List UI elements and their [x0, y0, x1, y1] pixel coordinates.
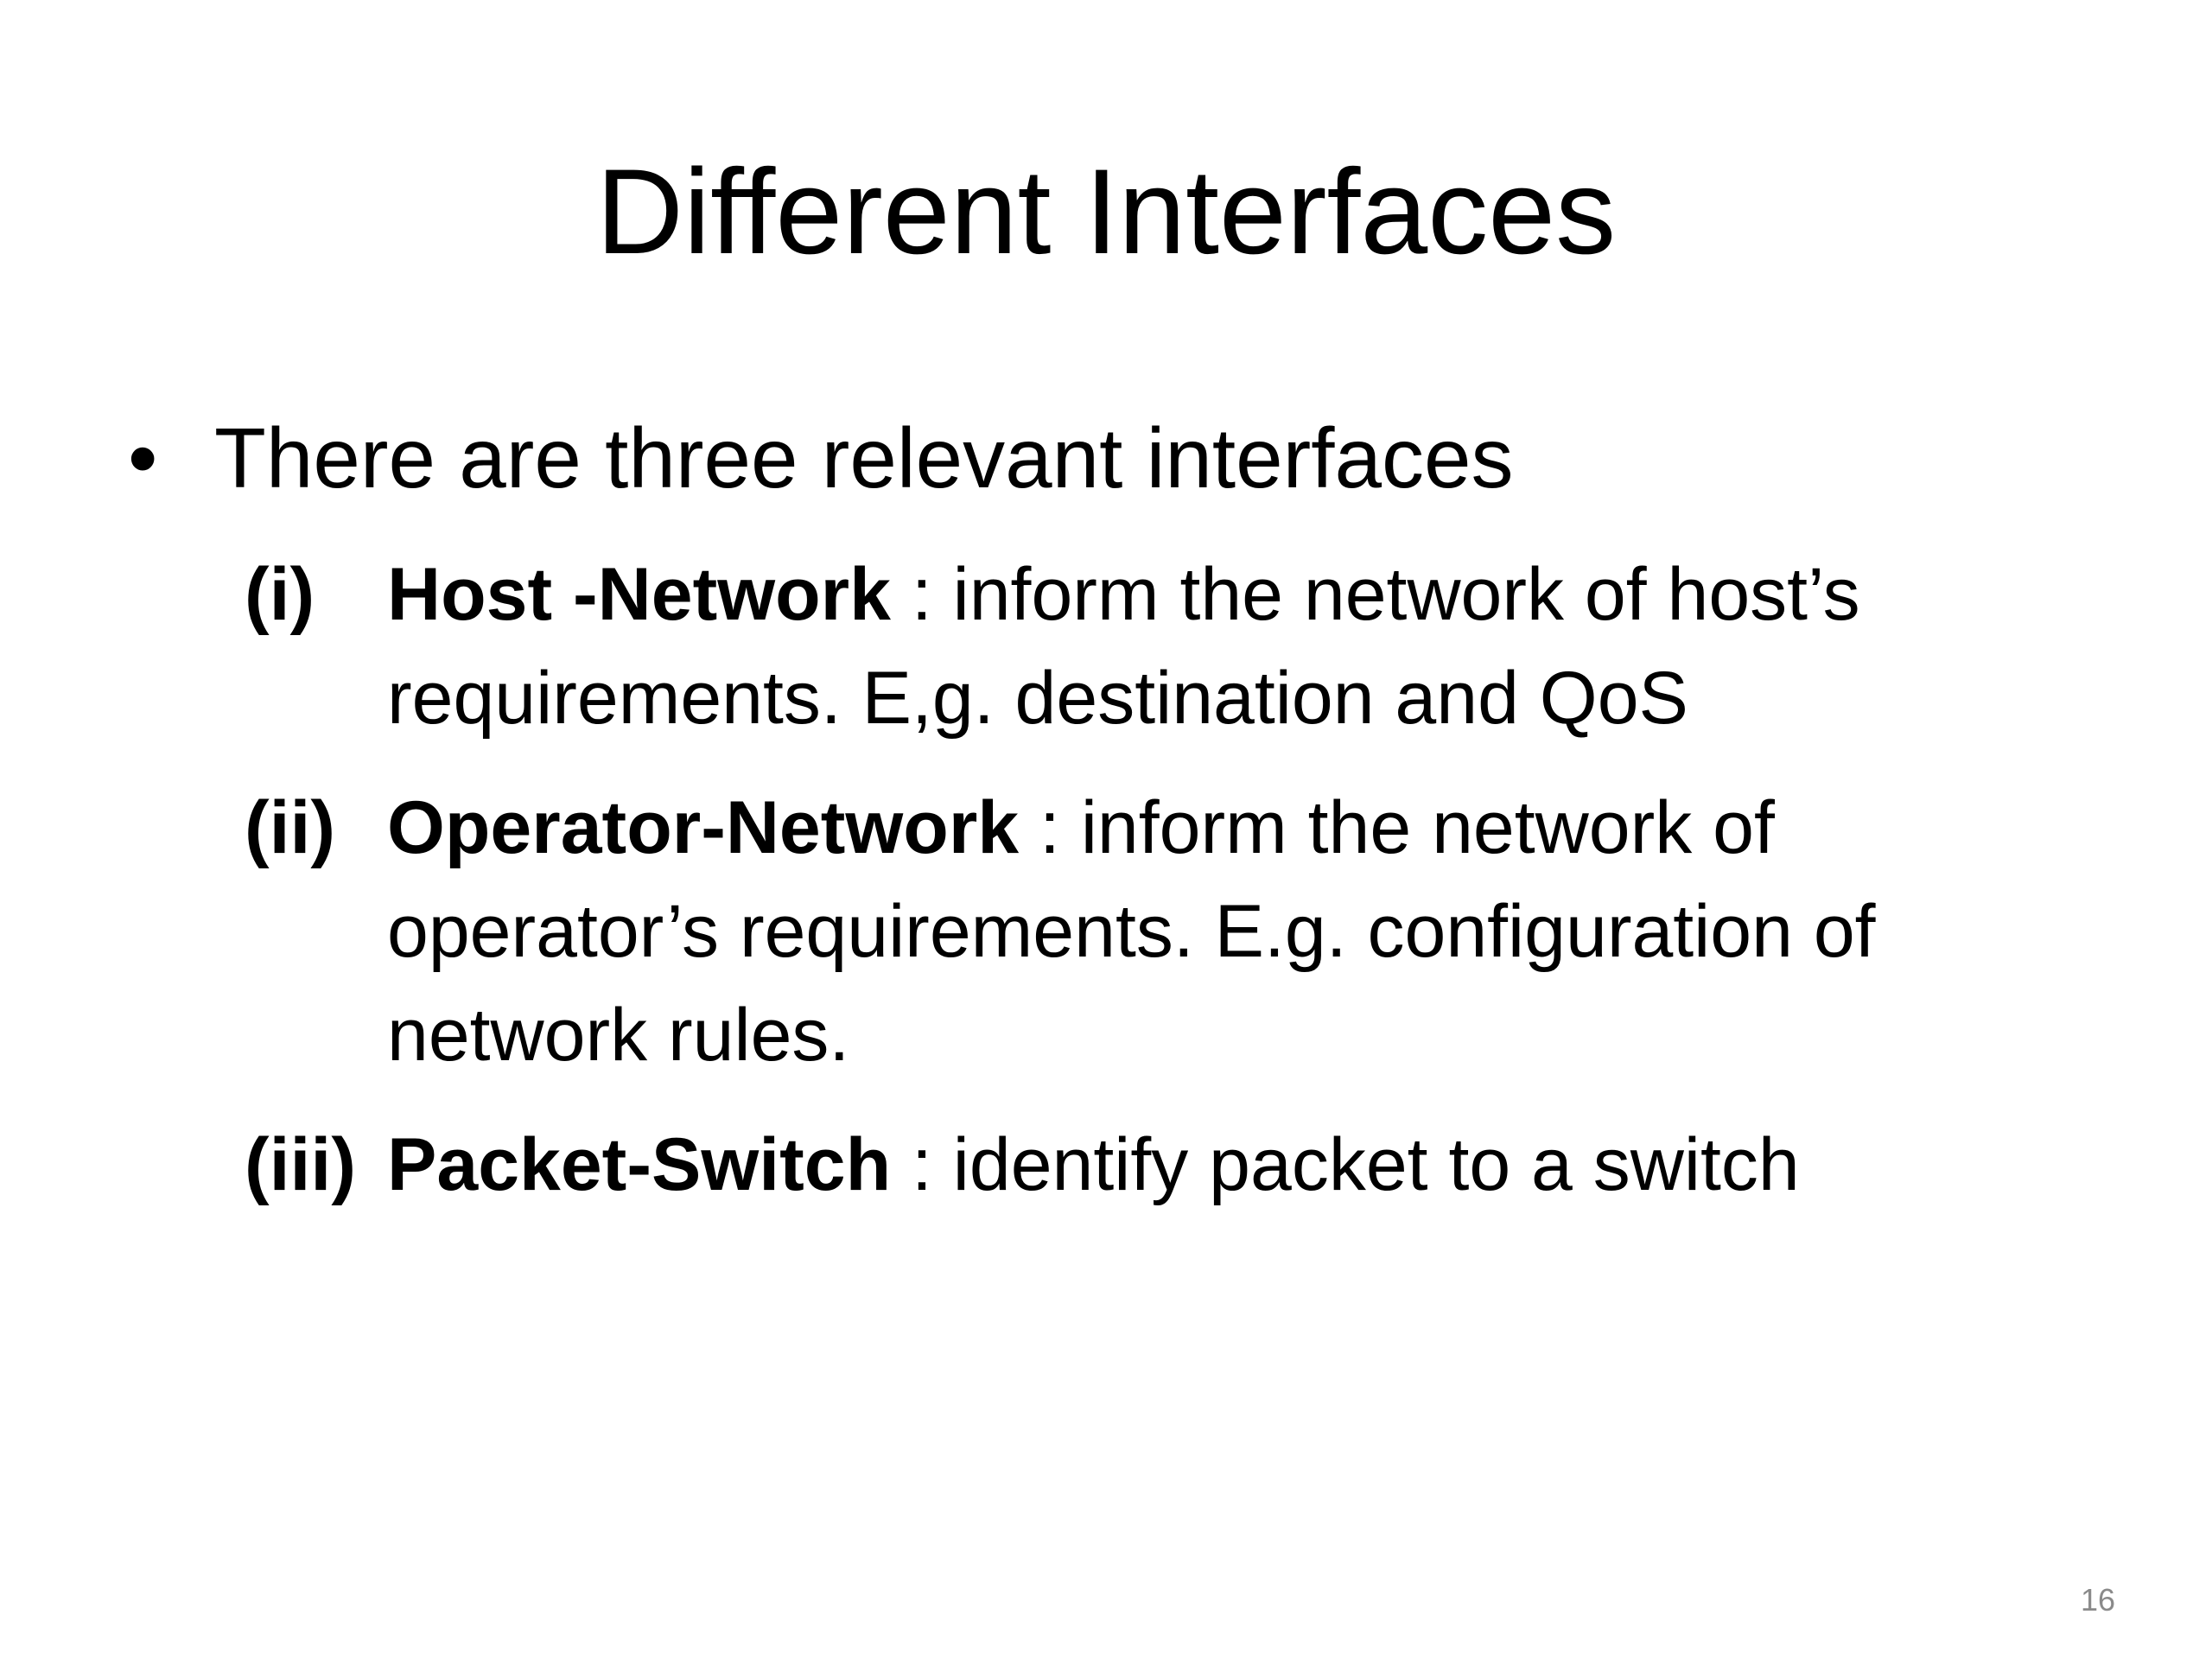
list-item-marker: (ii) [245, 786, 336, 869]
page-number: 16 [2080, 1582, 2115, 1618]
slide-title: Different Interfaces [595, 143, 1617, 279]
list-item-marker: (i) [245, 553, 315, 636]
list-item-term: Host -Network [387, 553, 891, 636]
list-item-text: : identify packet to a switch [891, 1123, 1800, 1206]
bullet-dot-icon: • [128, 410, 158, 505]
list-item-term: Packet-Switch [387, 1123, 892, 1206]
list-item-text: : inform the network of host’s requireme… [387, 553, 1860, 740]
list-item-body: Operator-Network : inform the network of… [387, 776, 2102, 1087]
main-bullet-text: There are three relevant interfaces [214, 410, 1514, 505]
list-item: (ii) Operator-Network : inform the netwo… [245, 776, 2102, 1087]
list-item-text: : inform the network of operator’s requi… [387, 786, 1876, 1077]
list-item-term: Operator-Network [387, 786, 1020, 869]
list-item: (i) Host -Network : inform the network o… [245, 543, 2102, 750]
main-bullet: • There are three relevant interfaces [128, 406, 2115, 510]
list-item: (iii) Packet-Switch : identify packet to… [245, 1113, 2102, 1217]
list-item-body: Packet-Switch : identify packet to a swi… [387, 1113, 2102, 1217]
interface-list: (i) Host -Network : inform the network o… [245, 543, 2102, 1243]
list-item-body: Host -Network : inform the network of ho… [387, 543, 2102, 750]
list-item-marker: (iii) [245, 1123, 356, 1206]
